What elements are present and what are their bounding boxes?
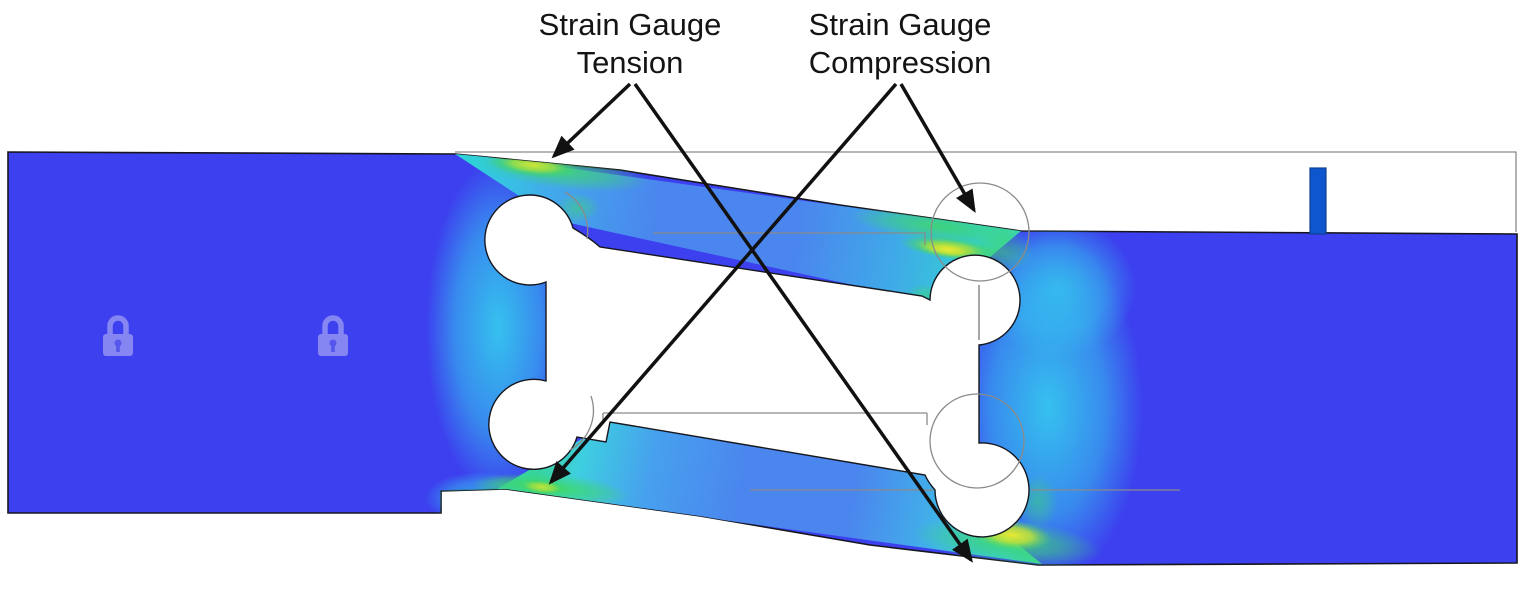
fixture-lock-icon [103, 315, 133, 356]
compression-label-line1: Strain Gauge [809, 7, 992, 42]
tension-arrow-top-left [551, 82, 632, 159]
annotation-labels: Strain Gauge Tension Strain Gauge Compre… [539, 7, 992, 80]
undeformed-slot-line-top [653, 232, 926, 245]
tension-arrow-bottom-right [633, 82, 973, 563]
undeformed-hole-top-left-arc [564, 191, 589, 240]
undeformed-outline [455, 151, 1517, 489]
undeformed-hole-bottom-right [929, 393, 1025, 489]
fixture-lock-icon [318, 315, 348, 356]
load-indicator-bar [1309, 167, 1327, 235]
compression-arrow-top-right [899, 83, 976, 213]
annotation-arrows [548, 82, 976, 563]
undeformed-hole-bottom-left-arc [569, 395, 595, 451]
undeformed-hole-top-right [930, 182, 1030, 282]
compression-arrow-bottom-left [548, 82, 898, 485]
tension-label-line1: Strain Gauge [539, 7, 722, 42]
compression-label-line2: Compression [809, 45, 992, 80]
bottom-beam-stress [497, 420, 1042, 564]
tension-label-line2: Tension [577, 45, 684, 80]
undeformed-outer-outline [455, 151, 1517, 232]
